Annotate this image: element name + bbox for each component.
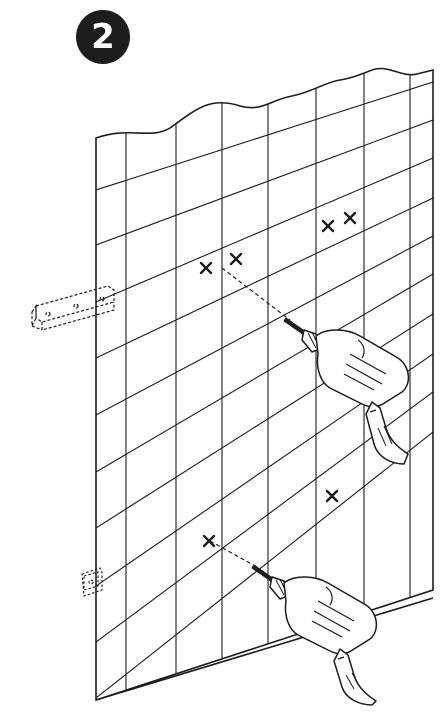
tile-row-line (96, 81, 433, 191)
tile-row-line (96, 157, 433, 303)
tile-row-line (96, 431, 433, 699)
small-bracket-icon (81, 567, 103, 597)
tile-row-line (96, 273, 433, 473)
step-number: 2 (91, 17, 115, 57)
drill-icon (283, 317, 410, 465)
drill-mark (343, 211, 357, 225)
tile-row-line (96, 197, 433, 359)
drill-mark (321, 219, 335, 233)
drill-mark (199, 261, 213, 275)
drill-mark (325, 489, 339, 503)
drill-mark (202, 534, 216, 548)
tile-row-line (96, 119, 433, 246)
shelf-bracket-icon (31, 285, 115, 331)
tiled-wall (95, 67, 434, 702)
drill-guide-line-lower (209, 540, 258, 568)
drill-icon-lower (251, 564, 378, 706)
drill-mark (229, 252, 243, 266)
step-badge: 2 (76, 10, 130, 64)
floor-line (95, 597, 434, 701)
tile-row-line (96, 235, 433, 416)
drill-guide-line-upper (221, 267, 291, 321)
